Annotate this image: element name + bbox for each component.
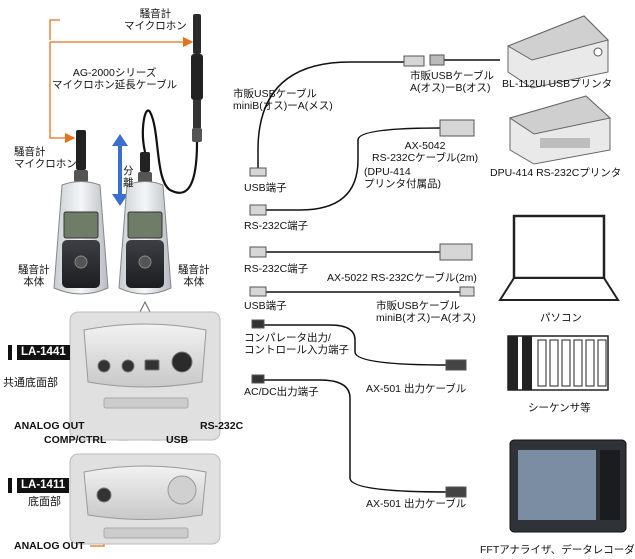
comp-ctrl-port <box>121 359 135 373</box>
rs232c-printer-illustration <box>508 95 612 165</box>
la1411-desc: 底面部 <box>28 496 61 508</box>
port-comp-ctrl-label: COMP/CTRL <box>44 434 107 446</box>
port-analog-out-1411-label: ANALOG OUT <box>14 540 85 552</box>
slm-left <box>53 181 109 295</box>
terminal-rs232c-label-2: RS-232C端子 <box>244 263 309 275</box>
device-dpu414-label: DPU-414 RS-232Cプリンタ <box>490 167 622 179</box>
cable-comparator <box>262 324 449 366</box>
device-plc-label: シーケンサ等 <box>528 402 591 414</box>
cable-ax5042-label: AX-5042 RS-232Cケーブル(2m) <box>372 140 479 164</box>
body-right-label: 騒音計 本体 <box>178 264 210 288</box>
analog-out-port-1411 <box>96 487 112 503</box>
la1441-tag: LA-1441 <box>8 345 70 360</box>
usb-port <box>144 359 160 371</box>
cable-usb-top <box>257 61 406 170</box>
pc-illustration <box>498 214 620 301</box>
connectors <box>249 54 475 498</box>
left-mic-label: 騒音計 マイクロホン <box>14 146 77 170</box>
callout-left-mic <box>49 42 76 144</box>
cable-ax5042 <box>258 127 441 211</box>
top-microphone <box>191 14 203 142</box>
cable-usb-mini-a-label: 市販USBケーブル miniB(オス)ーA(オス) <box>376 300 476 324</box>
fft-analyzer-illustration <box>509 439 627 533</box>
terminal-usb-label-2: USB端子 <box>244 300 287 312</box>
separate-arrow <box>112 134 128 206</box>
port-rs232c-label: RS-232C <box>200 420 244 432</box>
port-analog-out-label: ANALOG OUT <box>14 420 85 432</box>
left-microphone <box>74 130 88 182</box>
plc-illustration <box>507 335 609 391</box>
la1411-tag: LA-1411 <box>7 478 70 493</box>
slm-right <box>118 181 172 295</box>
cable-usb-ab-label: 市販USBケーブル A(オス)ーB(オス) <box>410 70 494 94</box>
rs232c-port <box>171 351 193 373</box>
cable-ax501-label-2: AX-501 出力ケーブル <box>366 498 467 510</box>
cables <box>257 59 500 493</box>
device-pc-label: パソコン <box>540 312 582 324</box>
port-usb-label: USB <box>166 434 189 446</box>
extension-cable <box>141 109 199 194</box>
la1411-panel <box>69 453 221 545</box>
top-mic-label: 騒音計 マイクロホン <box>124 8 187 32</box>
cable-ax5042-note: (DPU-414 プリンタ付属品) <box>364 166 441 190</box>
cable-acdc <box>262 379 449 493</box>
la1441-panel <box>69 311 221 441</box>
device-fft-label: FFTアナライザ、データレコーダ <box>480 544 635 556</box>
device-bl112-label: BL-112UI USBプリンタ <box>502 78 613 90</box>
terminal-acdc-label: AC/DC出力端子 <box>244 386 319 398</box>
ext-cable-label: AG-2000シリーズ マイクロホン延長ケーブル <box>52 67 178 91</box>
separate-label: 分 離 <box>123 165 134 189</box>
terminal-comparator-label: コンパレータ出力/ コントロール入力端子 <box>244 332 349 356</box>
right-microphone-adapter <box>138 152 152 184</box>
analog-out-port <box>97 359 111 373</box>
cable-ax501-label-1: AX-501 出力ケーブル <box>366 383 467 395</box>
cable-ax5022-label: AX-5022 RS-232Cケーブル(2m) <box>327 272 477 284</box>
cable-usb-mini-label: 市販USBケーブル miniB(オス)ーA(メス) <box>233 88 333 112</box>
body-left-label: 騒音計 本体 <box>18 264 50 288</box>
terminal-rs232c-label-1: RS-232C端子 <box>244 220 309 232</box>
usb-printer-illustration <box>506 15 609 89</box>
terminal-usb-label: USB端子 <box>244 182 287 194</box>
la1441-desc: 共通底面部 <box>3 377 58 389</box>
callout-top-mic <box>49 19 60 40</box>
